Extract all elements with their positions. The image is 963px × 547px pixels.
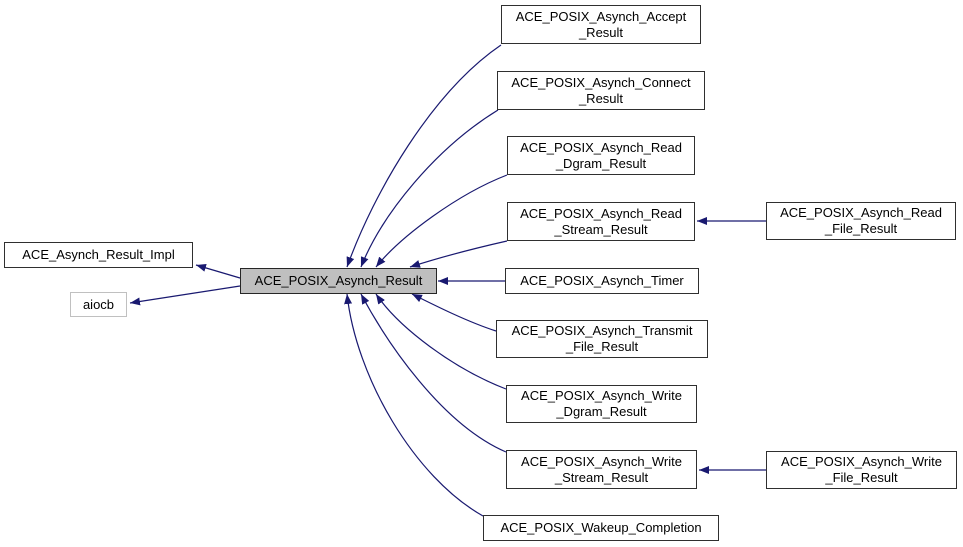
node-label: ACE_POSIX_Asynch_Result [254, 273, 423, 288]
node-ace-posix-asynch-read-file-result[interactable]: ACE_POSIX_Asynch_Read _File_Result [766, 202, 956, 240]
node-label: aiocb [82, 296, 115, 312]
node-label-line2: _File_Result [824, 221, 898, 236]
node-label-line1: ACE_POSIX_Asynch_Write [521, 453, 682, 469]
node-ace-posix-asynch-accept-result[interactable]: ACE_POSIX_Asynch_Accept _Result [501, 5, 701, 44]
node-label-line2: _Stream_Result [554, 469, 649, 485]
node-ace-posix-asynch-write-file-result[interactable]: ACE_POSIX_Asynch_Write _File_Result [766, 451, 957, 489]
node-aiocb: aiocb [70, 292, 127, 317]
node-ace-posix-asynch-connect-result[interactable]: ACE_POSIX_Asynch_Connect _Result [497, 71, 705, 110]
node-label-line2: _Result [578, 24, 624, 40]
node-label-line2: _File_Result [565, 339, 639, 354]
node-label: ACE_Asynch_Result_Impl [22, 247, 175, 262]
node-ace-posix-wakeup-completion[interactable]: ACE_POSIX_Wakeup_Completion [483, 515, 719, 541]
edge-write-dgram-to-result [375, 293, 507, 390]
edge-read-dgram-to-result [375, 174, 508, 268]
node-ace-asynch-result-impl[interactable]: ACE_Asynch_Result_Impl [4, 242, 193, 268]
node-label-line1: ACE_POSIX_Asynch_Read [520, 139, 682, 155]
node-label: ACE_POSIX_Wakeup_Completion [500, 520, 702, 535]
node-label-line2: _Stream_Result [554, 221, 648, 237]
node-ace-posix-asynch-write-stream-result[interactable]: ACE_POSIX_Asynch_Write _Stream_Result [506, 450, 697, 489]
node-label: ACE_POSIX_Asynch_Timer [520, 273, 684, 288]
node-label-line1: ACE_POSIX_Asynch_Read [520, 205, 682, 221]
node-ace-posix-asynch-transmit-file-result[interactable]: ACE_POSIX_Asynch_Transmit _File_Result [496, 320, 708, 358]
edge-result-to-aiocb [129, 285, 241, 306]
node-label-line1: ACE_POSIX_Asynch_Connect [511, 74, 691, 90]
edge-read-stream-to-result [409, 240, 508, 268]
node-label-line2: _Dgram_Result [555, 155, 647, 171]
edge-connect-to-result [360, 109, 499, 268]
node-label-line1: ACE_POSIX_Asynch_Write [781, 454, 942, 469]
node-label-line1: ACE_POSIX_Asynch_Transmit [511, 323, 693, 338]
node-ace-posix-asynch-result: ACE_POSIX_Asynch_Result [240, 268, 437, 294]
edge-write-stream-to-result [360, 293, 507, 453]
node-ace-posix-asynch-write-dgram-result[interactable]: ACE_POSIX_Asynch_Write _Dgram_Result [506, 385, 697, 423]
node-label-line1: ACE_POSIX_Asynch_Accept [515, 8, 687, 24]
edge-wakeup-to-result [344, 293, 484, 517]
edge-accept-to-result [346, 44, 502, 268]
node-label-line2: _File_Result [825, 470, 898, 485]
edge-transmit-to-result [411, 293, 497, 332]
node-ace-posix-asynch-read-dgram-result[interactable]: ACE_POSIX_Asynch_Read _Dgram_Result [507, 136, 695, 175]
node-label-line1: ACE_POSIX_Asynch_Write [521, 388, 682, 403]
node-ace-posix-asynch-read-stream-result[interactable]: ACE_POSIX_Asynch_Read _Stream_Result [507, 202, 695, 241]
node-label-line1: ACE_POSIX_Asynch_Read [780, 205, 942, 220]
node-ace-posix-asynch-timer[interactable]: ACE_POSIX_Asynch_Timer [505, 268, 699, 294]
node-label-line2: _Result [578, 90, 624, 106]
edge-result-to-impl [195, 263, 241, 279]
node-label-line2: _Dgram_Result [556, 404, 647, 419]
